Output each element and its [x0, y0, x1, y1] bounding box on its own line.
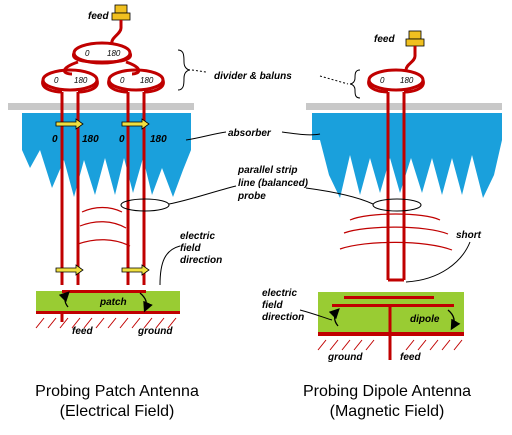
phase-180-absorber-a: 180 — [82, 134, 99, 145]
balun-left-b — [107, 68, 165, 94]
short-label: short — [456, 230, 482, 241]
phase-180-left-a: 180 — [74, 76, 88, 85]
field-lines-left — [77, 206, 131, 247]
caption-left-title: Probing Patch Antenna — [35, 383, 199, 400]
phase-180-absorber-b: 180 — [150, 134, 167, 145]
feed-label-bottom-right: feed — [400, 352, 421, 363]
ground-plane-left — [8, 103, 194, 110]
divider-baluns-label: divider & baluns — [214, 71, 292, 82]
phase-zero-top: 0 — [85, 49, 90, 58]
dipole-top-line — [344, 296, 434, 299]
caption-left-subtitle: (Electrical Field) — [59, 403, 175, 420]
phase-zero-right: 0 — [380, 76, 385, 85]
feed-connector-right — [404, 30, 425, 71]
strip-lines-right — [386, 92, 406, 282]
leader-efield-left — [159, 245, 181, 286]
feed-connector-left — [110, 4, 131, 45]
patch-label: patch — [99, 297, 127, 308]
absorber-left — [22, 113, 191, 197]
absorber-right — [312, 113, 502, 198]
feed-label-top-left: feed — [88, 11, 109, 22]
phase-zero-absorber-b: 0 — [119, 134, 125, 145]
phase-180-top: 180 — [107, 49, 121, 58]
field-arrow-left-a — [58, 291, 70, 308]
ground-label-right: ground — [327, 352, 363, 363]
field-arrow-right-a — [328, 308, 340, 327]
phase-zero-left-b: 0 — [120, 76, 125, 85]
caption-right-title: Probing Dipole Antenna — [302, 383, 472, 400]
field-arrow-right-b — [447, 309, 461, 331]
absorber-label: absorber — [228, 128, 272, 139]
right-panel: feed 0 180 dipole — [262, 30, 502, 363]
caption-left: Probing Patch Antenna (Electrical Field) — [2, 382, 232, 422]
balun-right — [367, 68, 425, 94]
leader-short — [405, 241, 471, 283]
dipole-label: dipole — [410, 314, 440, 325]
leader-efield-right — [299, 309, 333, 321]
parallel-strip-label: parallel strip line (balanced) probe — [237, 165, 311, 202]
electric-field-label-right: electric field direction — [262, 288, 304, 323]
phase-zero-left-a: 0 — [54, 76, 59, 85]
absorber-leader-b — [281, 131, 321, 136]
feed-label-bottom-left: feed — [72, 326, 93, 337]
electric-field-label-left: electric field direction — [180, 231, 222, 266]
center-labels: divider & baluns absorber parallel strip… — [168, 49, 374, 205]
caption-right: Probing Dipole Antenna (Magnetic Field) — [272, 382, 502, 422]
dipole-arms — [332, 304, 454, 307]
absorber-leader-a — [185, 131, 227, 141]
probe-ellipse-left — [120, 198, 170, 212]
strip-leader-left — [168, 185, 237, 205]
probe-ellipse-right — [372, 198, 422, 212]
strip-leader-right — [305, 187, 374, 205]
divider-leader-a — [191, 69, 207, 73]
brace-right — [349, 69, 361, 99]
field-arrow-left-b — [139, 292, 153, 313]
caption-right-subtitle: (Magnetic Field) — [329, 403, 445, 420]
left-panel: feed 0 180 0 180 0 180 — [8, 4, 222, 337]
feed-label-top-right: feed — [374, 34, 395, 45]
divider-leader-b — [319, 75, 349, 85]
hatch-right — [317, 339, 463, 351]
ground-line-left — [36, 311, 180, 314]
phase-zero-absorber-a: 0 — [52, 134, 58, 145]
patch-line-left — [62, 290, 146, 293]
phase-180-right: 180 — [400, 76, 414, 85]
field-lines-right — [339, 213, 453, 251]
brace-left — [177, 49, 191, 91]
balun-left-a — [41, 68, 99, 94]
phase-180-left-b: 180 — [140, 76, 154, 85]
current-arrows-left — [55, 118, 150, 276]
hatch-left — [35, 317, 177, 329]
ground-label-left: ground — [137, 326, 173, 337]
